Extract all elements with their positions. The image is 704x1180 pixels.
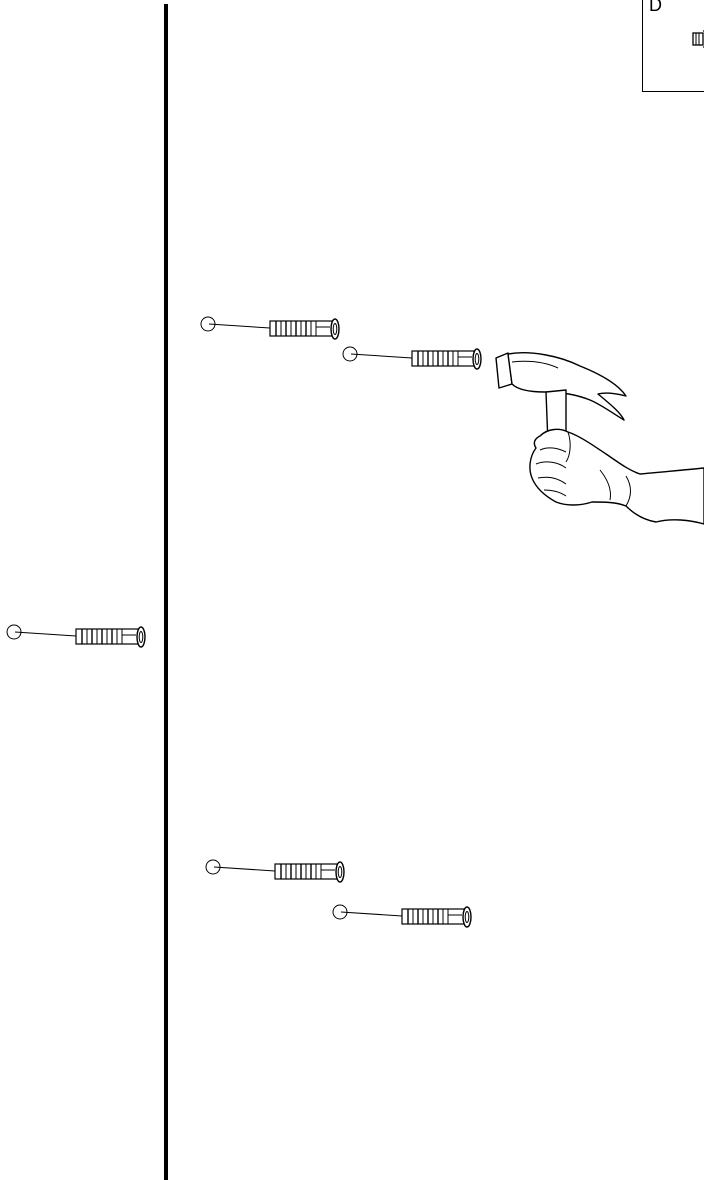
part-legend-label: D <box>649 0 662 15</box>
wall-anchor-icon <box>692 30 704 48</box>
part-legend-box: D <box>642 0 704 92</box>
wall-anchor-top-2 <box>342 346 482 370</box>
wall-anchor-top-1 <box>200 316 340 340</box>
wall-anchor-bottom-1 <box>205 859 345 883</box>
hand-icon <box>529 428 704 525</box>
wall-anchor-left <box>6 624 146 648</box>
wall-anchor-bottom-2 <box>332 904 472 928</box>
